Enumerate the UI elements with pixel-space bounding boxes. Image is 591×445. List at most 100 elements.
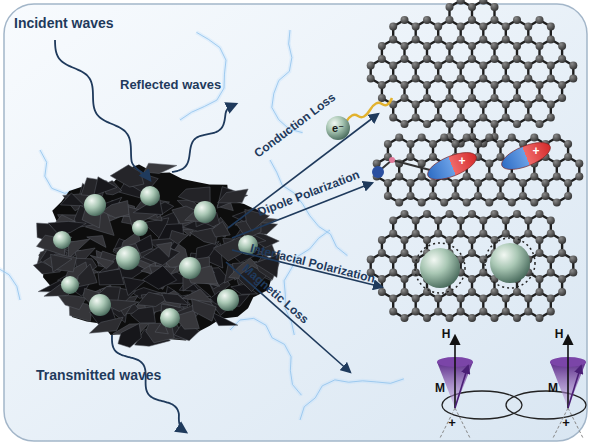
precession-sign: + xyxy=(562,416,570,429)
carbon-atom xyxy=(491,120,499,128)
carbon-atom xyxy=(440,199,448,207)
mechanism-label: Dipole Polarization xyxy=(256,168,361,218)
moment-symbol: M xyxy=(548,382,558,394)
carbon-atom xyxy=(530,199,538,207)
carbon-atom xyxy=(434,114,442,122)
carbon-atom xyxy=(407,140,415,148)
carbon-atom xyxy=(553,173,561,181)
carbon-atom xyxy=(497,192,505,200)
carbon-atom xyxy=(558,288,566,296)
carbon-atom xyxy=(423,81,431,89)
carbon-atom xyxy=(446,120,454,128)
molecule-atom xyxy=(389,157,395,163)
electron-symbol: e⁻ xyxy=(332,123,344,134)
carbon-atom xyxy=(401,55,409,63)
carbon-atom xyxy=(446,314,454,322)
carbon-atom xyxy=(491,288,499,296)
carbon-atom xyxy=(434,308,442,316)
carbon-atom xyxy=(485,134,493,142)
lightning-bolt xyxy=(300,379,404,420)
carbon-atom xyxy=(569,256,577,264)
carbon-atom xyxy=(497,140,505,148)
carbon-atom xyxy=(423,94,431,102)
carbon-atom xyxy=(446,3,454,11)
moment-symbol: M xyxy=(435,382,445,394)
carbon-atom xyxy=(384,179,392,187)
carbon-atom xyxy=(479,23,487,31)
carbon-atom xyxy=(434,75,442,83)
carbon-atom xyxy=(401,42,409,50)
carbon-atom xyxy=(389,230,397,238)
magnetic-particle xyxy=(116,246,140,270)
carbon-atom xyxy=(502,114,510,122)
lightning-layer xyxy=(0,30,404,420)
carbon-atom xyxy=(502,308,510,316)
field-arrow xyxy=(567,336,569,408)
carbon-atom xyxy=(513,81,521,89)
carbon-atom xyxy=(412,75,420,83)
carbon-atom xyxy=(485,199,493,207)
carbon-atom xyxy=(401,94,409,102)
carbon-atom xyxy=(524,230,532,238)
carbon-atom xyxy=(569,75,577,83)
carbon-atom xyxy=(524,75,532,83)
carbon-atom xyxy=(434,230,442,238)
background-card xyxy=(4,4,587,441)
carbon-atom xyxy=(530,134,538,142)
carbon-atom xyxy=(468,288,476,296)
wave-label: Transmitted waves xyxy=(36,368,161,382)
carbon-atom xyxy=(418,173,426,181)
carbon-atom xyxy=(558,42,566,50)
carbon-atom xyxy=(558,94,566,102)
carbon-atom xyxy=(491,314,499,322)
carbon-atom xyxy=(378,42,386,50)
carbon-atom xyxy=(491,55,499,63)
carbon-atom xyxy=(547,269,555,277)
carbon-atom xyxy=(389,36,397,44)
carbon-atom xyxy=(547,62,555,70)
graphene-flake xyxy=(123,277,145,295)
carbon-atom xyxy=(502,36,510,44)
magnetic-particle xyxy=(53,231,71,249)
carbon-atom xyxy=(378,55,386,63)
carbon-atom xyxy=(513,288,521,296)
carbon-atom xyxy=(463,199,471,207)
magnetic-particle xyxy=(217,289,239,311)
carbon-atom xyxy=(367,62,375,70)
carbon-atom xyxy=(401,288,409,296)
graphene-flake xyxy=(213,237,242,261)
graphene-flake xyxy=(162,293,190,305)
carbon-atom xyxy=(389,23,397,31)
carbon-atom xyxy=(513,120,521,128)
carbon-atom xyxy=(378,236,386,244)
graphene-flake xyxy=(212,221,230,237)
carbon-atom xyxy=(479,62,487,70)
carbon-atom xyxy=(440,134,448,142)
carbon-atom xyxy=(513,236,521,244)
em-wave xyxy=(112,335,186,432)
carbon-atom xyxy=(434,217,442,225)
carbon-atom xyxy=(542,192,550,200)
carbon-atom xyxy=(412,230,420,238)
carbon-atom xyxy=(434,36,442,44)
carbon-atom xyxy=(463,173,471,181)
interface-sphere xyxy=(420,248,460,288)
carbon-atom xyxy=(536,16,544,24)
carbon-atom xyxy=(502,62,510,70)
charge-sign: + xyxy=(458,155,465,167)
carbon-atom xyxy=(508,134,516,142)
graphene-flake xyxy=(68,239,89,259)
magnetic-particle xyxy=(179,257,201,279)
carbon-atom xyxy=(446,16,454,24)
carbon-atom xyxy=(569,62,577,70)
mechanism-details xyxy=(326,98,586,438)
carbon-atom xyxy=(395,134,403,142)
carbon-atom xyxy=(519,192,527,200)
carbon-atom xyxy=(502,295,510,303)
carbon-atom xyxy=(485,173,493,181)
magnetic-particle xyxy=(132,220,148,236)
wave-label: Reflected waves xyxy=(120,78,221,91)
carbon-atom xyxy=(429,179,437,187)
interface-sphere xyxy=(490,243,530,283)
